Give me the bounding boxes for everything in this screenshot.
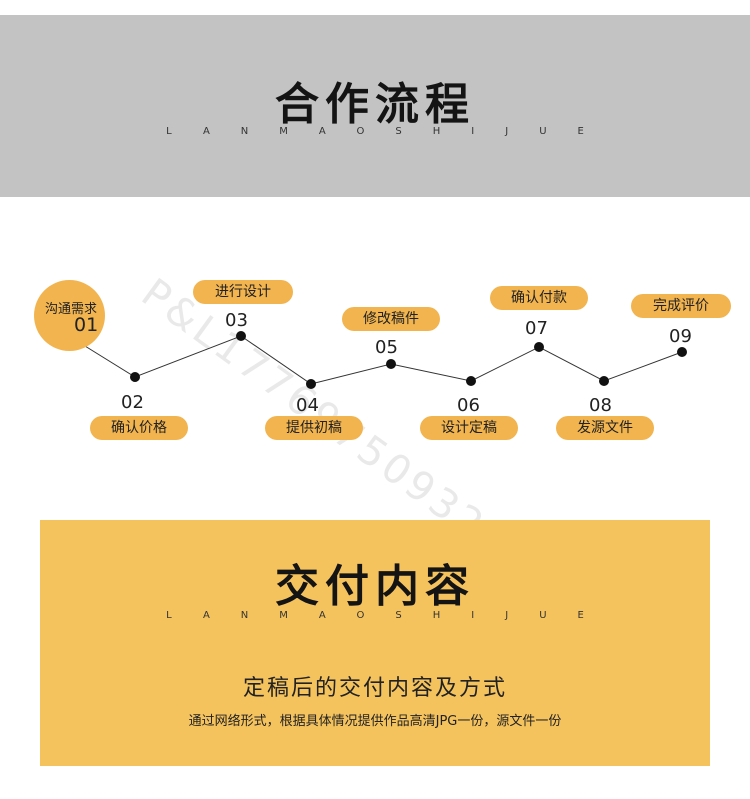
step-08-label: 发源文件	[556, 416, 654, 440]
step-dot-02	[130, 372, 140, 382]
step-09-number: 09	[669, 326, 692, 347]
step-09-label: 完成评价	[631, 294, 731, 318]
step-01-label: 沟通需求	[44, 302, 97, 317]
step-04-number: 04	[296, 395, 319, 416]
step-04-label: 提供初稿	[265, 416, 363, 440]
step-01-number: 01	[74, 314, 99, 336]
page-subtitle: LANMAOSHIJUE	[166, 126, 615, 137]
flow-connector-line	[63, 332, 683, 385]
process-flow: 01 沟通需求 02 确认价格 03 进行设计 04 提供初稿 05 修改稿件 …	[0, 200, 750, 520]
step-02-label: 确认价格	[90, 416, 188, 440]
step-dot-09	[677, 347, 687, 357]
delivery-title: 交付内容	[275, 561, 475, 612]
delivery-subtitle: LANMAOSHIJUE	[166, 610, 615, 621]
step-dot-05	[386, 359, 396, 369]
step-dot-04	[306, 379, 316, 389]
delivery-heading: 定稿后的交付内容及方式	[242, 676, 507, 701]
step-07-number: 07	[525, 318, 548, 339]
page-title: 合作流程	[275, 79, 475, 130]
step-02-number: 02	[121, 392, 144, 413]
step-06-label: 设计定稿	[420, 416, 518, 440]
delivery-description: 通过网络形式，根据具体情况提供作品高清JPG一份，源文件一份	[188, 714, 562, 729]
step-06-number: 06	[457, 395, 480, 416]
step-dot-06	[466, 376, 476, 386]
step-dot-07	[534, 342, 544, 352]
delivery-banner: 交付内容 LANMAOSHIJUE 定稿后的交付内容及方式 通过网络形式，根据具…	[40, 520, 710, 766]
flow-line-graph	[59, 328, 687, 389]
step-08-number: 08	[589, 395, 612, 416]
step-07-label: 确认付款	[490, 286, 588, 310]
step-03-number: 03	[225, 310, 248, 331]
step-05-label: 修改稿件	[342, 307, 440, 331]
step-05-number: 05	[375, 337, 398, 358]
step-03-label: 进行设计	[193, 280, 293, 304]
top-banner	[0, 15, 750, 197]
step-dot-03	[236, 331, 246, 341]
step-dot-08	[599, 376, 609, 386]
step-01-highlight-circle	[34, 280, 105, 351]
